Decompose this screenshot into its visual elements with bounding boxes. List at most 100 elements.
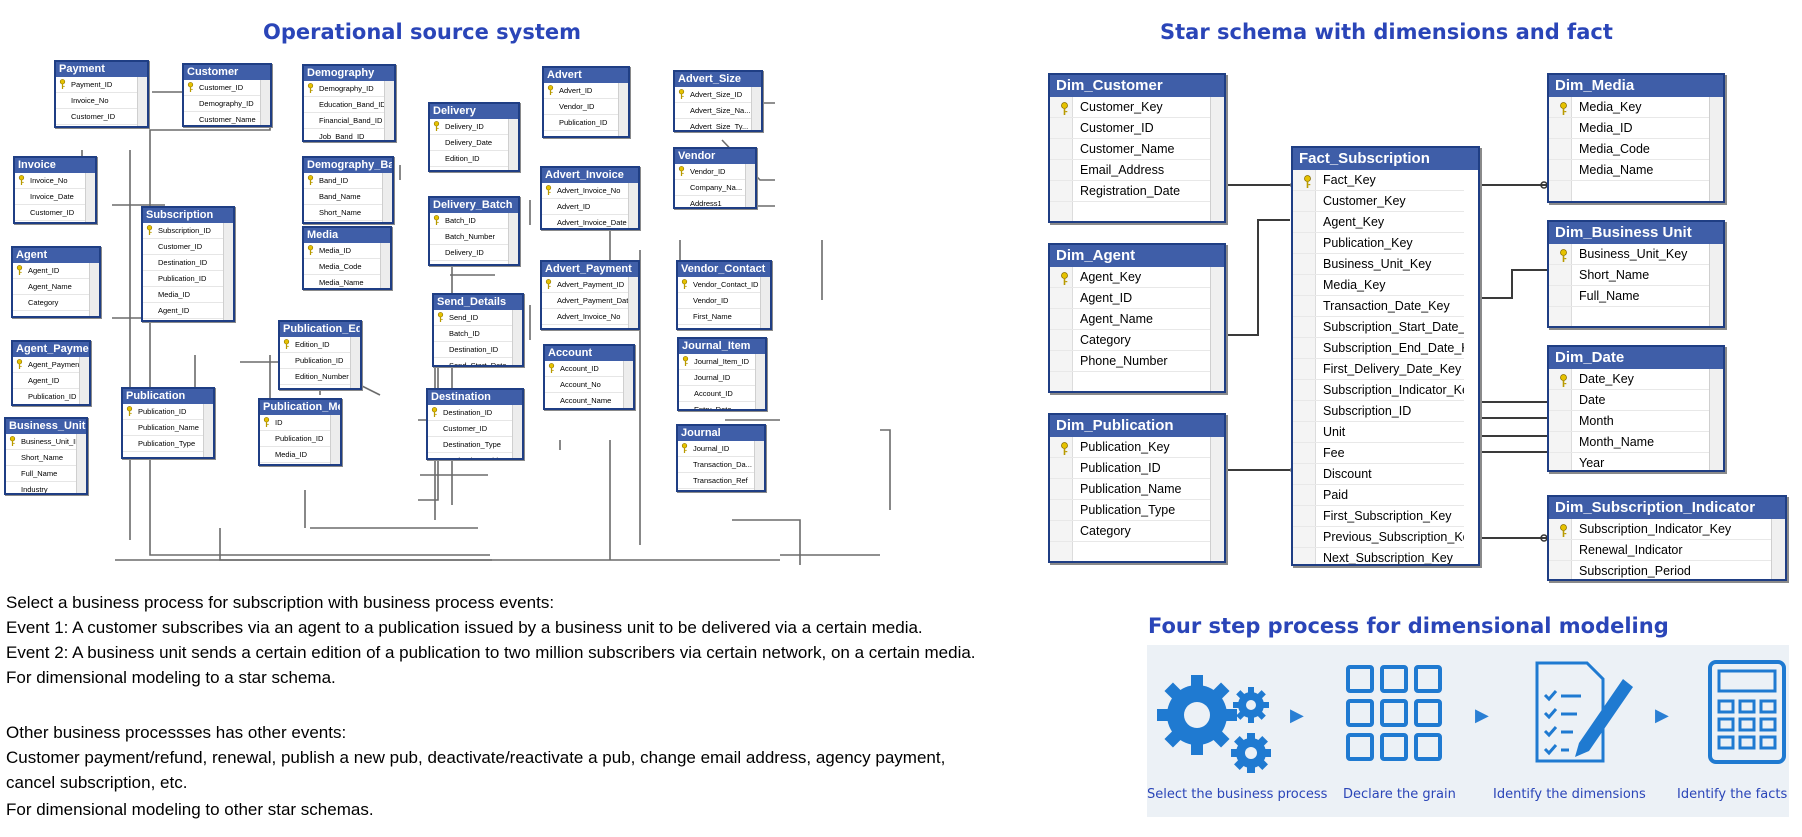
vertical-scrollbar[interactable]	[628, 277, 638, 328]
table-column: Account_No	[545, 377, 623, 393]
column-name: Job_Band_ID	[319, 132, 365, 141]
vertical-scrollbar[interactable]	[628, 183, 638, 228]
vertical-scrollbar[interactable]	[137, 77, 147, 126]
column-name: Advert_ID	[557, 202, 591, 211]
table-header: Agent	[13, 248, 99, 263]
vertical-scrollbar[interactable]	[1709, 369, 1723, 470]
vertical-scrollbar[interactable]	[623, 361, 633, 408]
source-table-demography-band[interactable]: Demography_BandBand_IDBand_NameShort_Nam…	[302, 156, 394, 224]
table-column: Customer_Key	[1050, 97, 1210, 118]
table-column: Industry	[6, 482, 76, 493]
column-name: Full_Name	[1579, 289, 1640, 303]
column-name: Advert_ID	[559, 86, 593, 95]
primary-key-icon	[283, 339, 290, 349]
table-column: Unit	[1293, 422, 1464, 443]
vertical-scrollbar[interactable]	[618, 83, 628, 136]
vertical-scrollbar[interactable]	[1210, 437, 1224, 561]
table-column: Publication_ID	[280, 353, 350, 369]
table-header: Account	[545, 346, 633, 361]
vertical-scrollbar[interactable]	[350, 337, 360, 388]
vertical-scrollbar[interactable]	[755, 354, 765, 409]
vertical-scrollbar[interactable]	[89, 263, 99, 316]
vertical-scrollbar[interactable]	[1210, 97, 1224, 221]
vertical-scrollbar[interactable]	[203, 404, 213, 457]
operational-title: Operational source system	[263, 20, 582, 44]
column-name: Band_ID	[319, 176, 349, 185]
vertical-scrollbar[interactable]	[754, 441, 764, 490]
primary-key-icon	[146, 225, 153, 235]
column-name: Agent_ID	[28, 266, 60, 275]
vertical-scrollbar[interactable]	[508, 213, 518, 264]
description-line-2: Event 1: A customer subscribes via an ag…	[6, 618, 923, 637]
vertical-scrollbar[interactable]	[1709, 97, 1723, 201]
table-column: Edition_ID	[430, 151, 508, 167]
vertical-scrollbar[interactable]	[380, 243, 390, 288]
column-name: Subscription_Start_Date_Key	[1323, 320, 1464, 334]
arrow-icon: ▶	[1475, 705, 1489, 725]
vertical-scrollbar[interactable]	[223, 223, 233, 320]
table-column: Advert_Size_ID	[675, 87, 751, 103]
vertical-scrollbar[interactable]	[85, 173, 95, 222]
vertical-scrollbar[interactable]	[1709, 244, 1723, 326]
vertical-scrollbar[interactable]	[76, 434, 86, 493]
vertical-scrollbar[interactable]	[79, 357, 89, 404]
vertical-scrollbar[interactable]	[512, 405, 522, 458]
vertical-scrollbar[interactable]	[330, 415, 340, 464]
column-name: Advert_Payment_Date	[557, 296, 628, 305]
table-header: Fact_Subscription	[1293, 148, 1478, 170]
column-name: Fact_Key	[1323, 173, 1376, 187]
source-table-agent-payment[interactable]: Agent_PaymentAgent_Payment_IAgent_IDPubl…	[11, 340, 91, 406]
vertical-scrollbar[interactable]	[260, 80, 270, 125]
column-name: Advert_Size_Na...	[690, 106, 751, 115]
vertical-scrollbar[interactable]	[384, 81, 394, 140]
table-column: Publication_Key	[1050, 437, 1210, 458]
vertical-scrollbar[interactable]	[382, 173, 392, 222]
source-table-publication-editio[interactable]: Publication_EditioEdition_IDPublication_…	[278, 320, 362, 390]
vertical-scrollbar[interactable]	[751, 87, 761, 130]
column-name: Media_Name	[1579, 163, 1654, 177]
column-name: Send_ID	[449, 313, 479, 322]
vertical-scrollbar[interactable]	[508, 119, 518, 170]
vertical-scrollbar[interactable]	[512, 310, 522, 365]
table-column: Subscription_Indicator_Key	[1549, 519, 1771, 540]
vertical-scrollbar[interactable]	[1771, 519, 1785, 579]
column-name: Media_Key	[1323, 278, 1386, 292]
column-name: Customer_ID	[1080, 121, 1154, 135]
vertical-scrollbar[interactable]	[760, 277, 770, 328]
source-table-vendor[interactable]: VendorVendor_IDCompany_Na...Address1Addr…	[673, 147, 757, 209]
table-column: Agent_ID	[143, 303, 223, 319]
primary-key-icon	[9, 436, 16, 446]
vertical-scrollbar[interactable]	[1210, 267, 1224, 391]
vertical-scrollbar[interactable]	[745, 164, 755, 207]
